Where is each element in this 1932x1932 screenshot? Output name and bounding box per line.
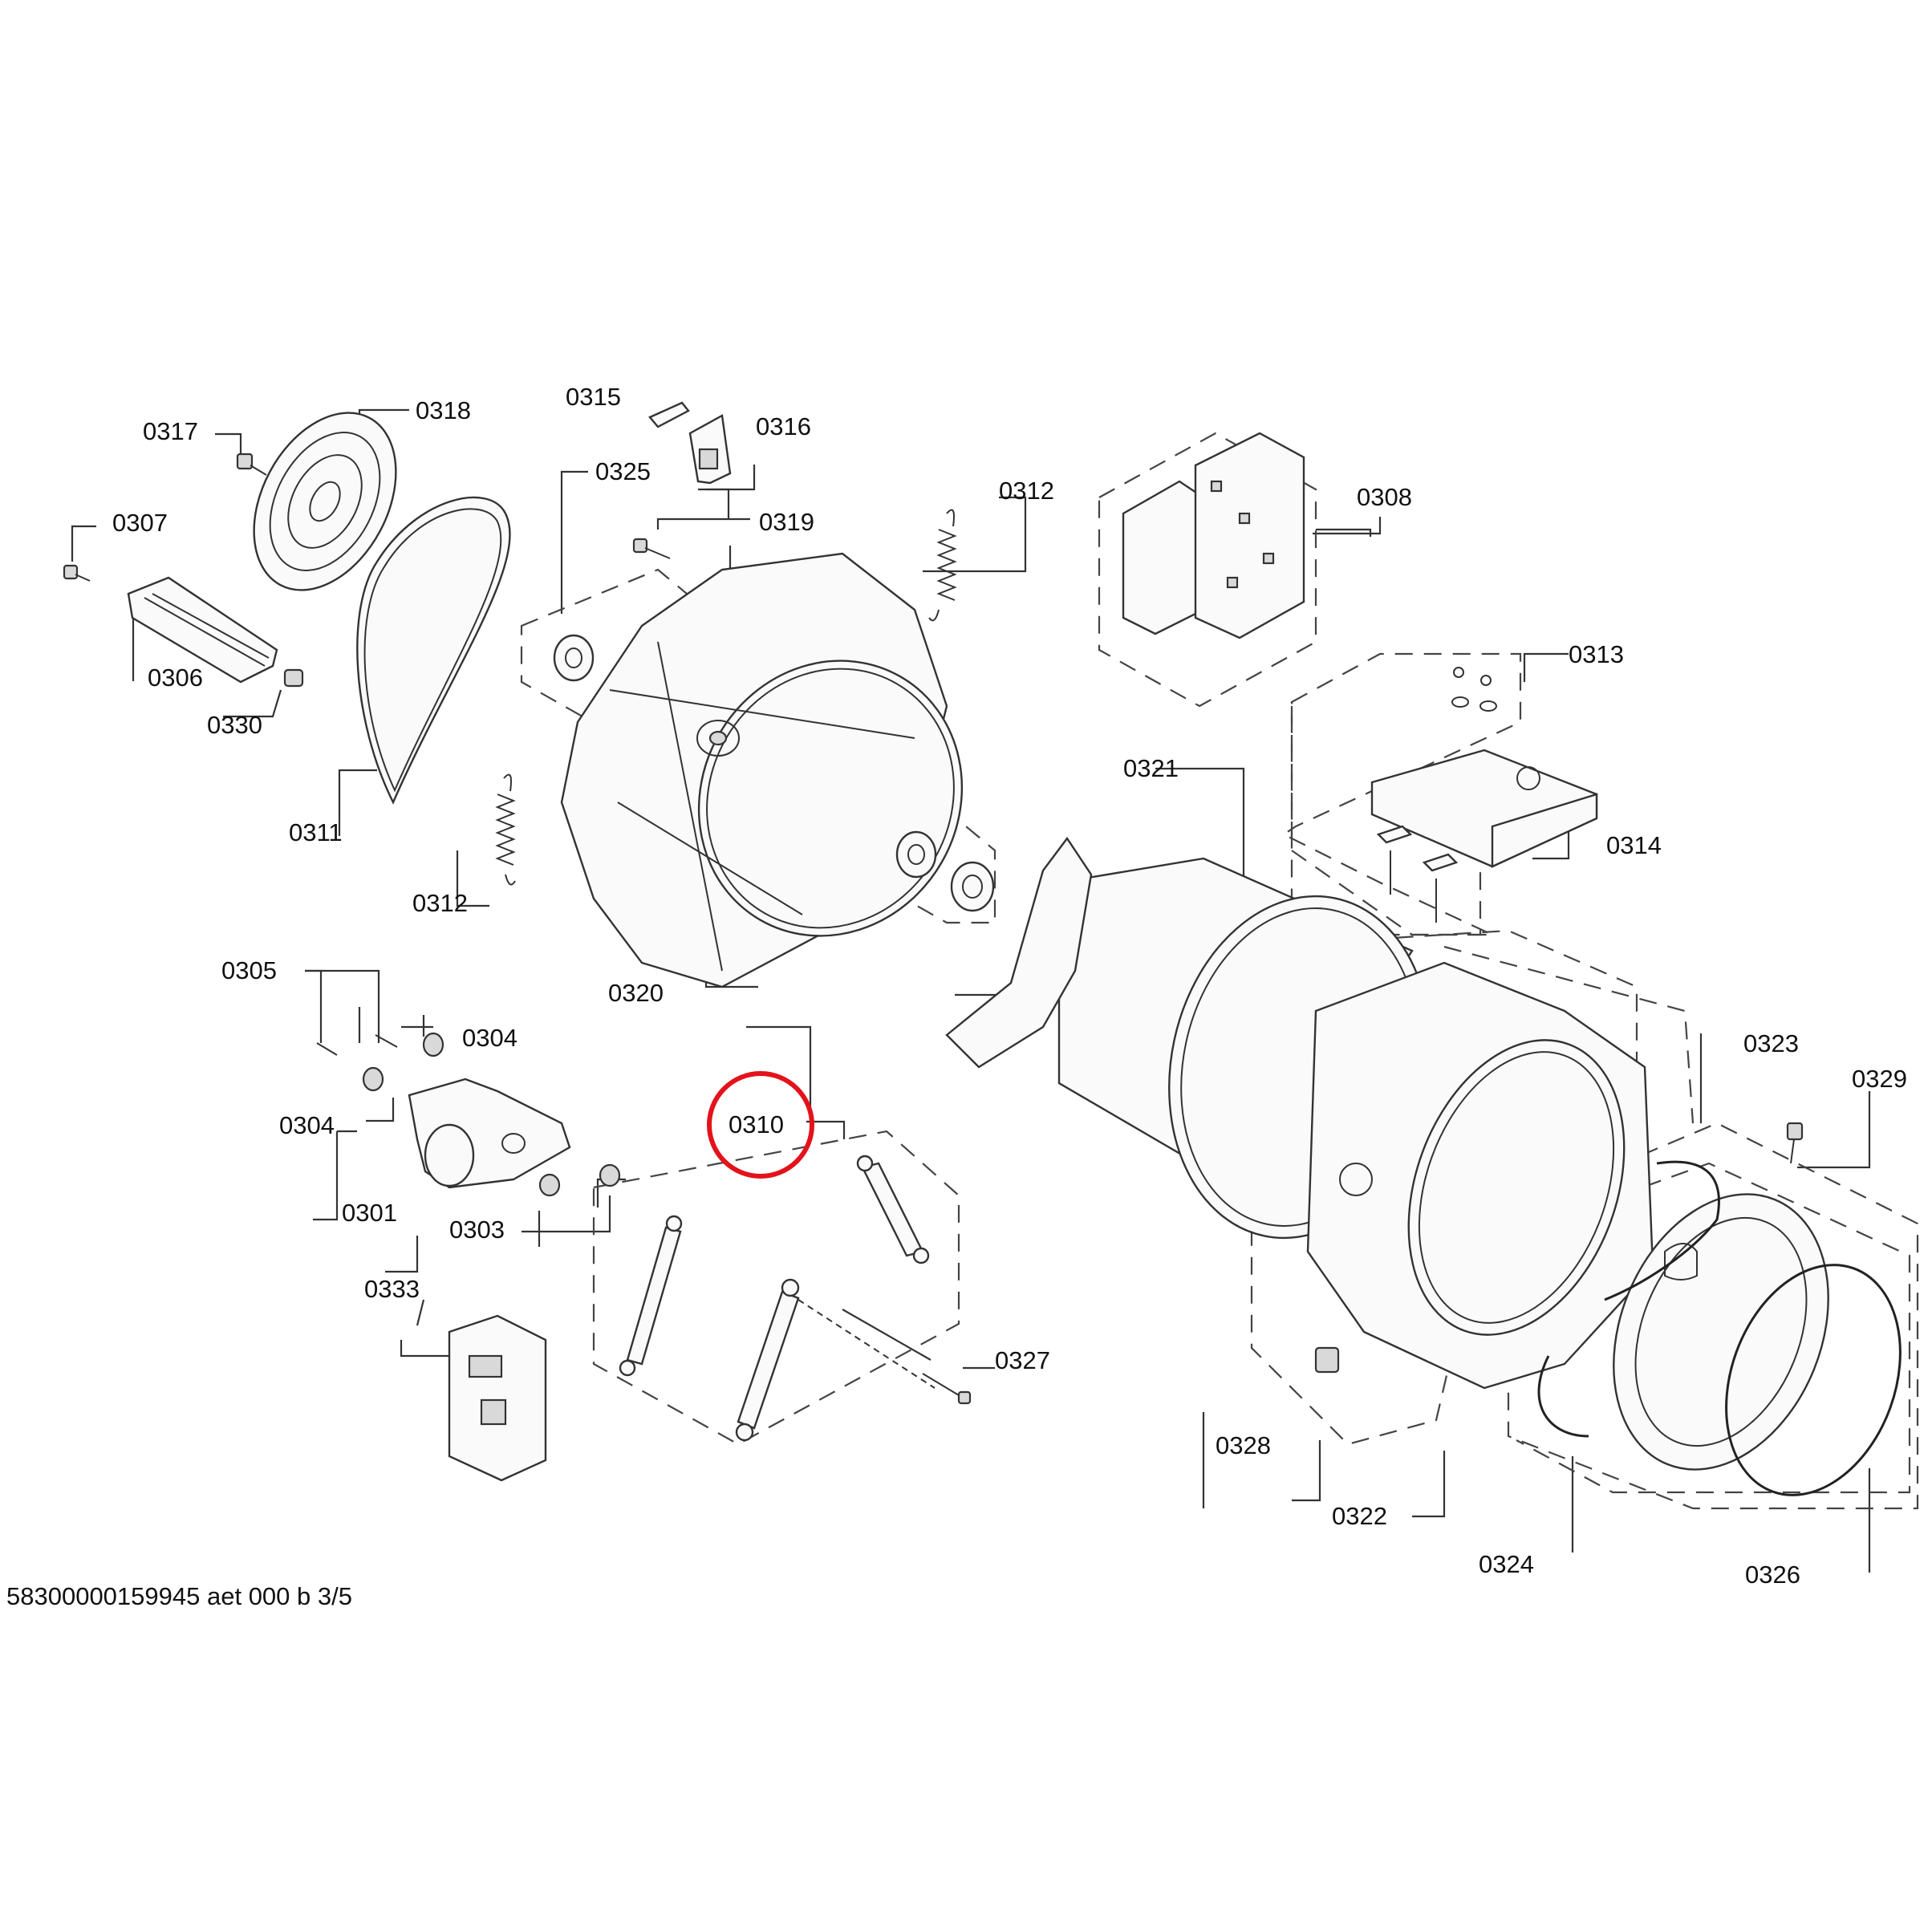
label-0326: 0326 (1745, 1561, 1800, 1589)
drawing-reference: 58300000159945 aet 000 b 3/5 (6, 1582, 352, 1610)
label-0307: 0307 (112, 509, 168, 537)
label-0305: 0305 (221, 956, 277, 984)
counterweight-icon (1370, 749, 1598, 868)
label-0333: 0333 (364, 1275, 420, 1303)
motor-icon (408, 1078, 571, 1189)
bearing-icon (553, 634, 595, 682)
highlight-circle (707, 1071, 814, 1179)
label-0312-a: 0312 (412, 889, 468, 917)
label-0319: 0319 (759, 508, 814, 536)
label-0315: 0315 (566, 383, 621, 411)
rear-tub-icon (560, 552, 964, 988)
part-labels: 0317 0318 0307 0306 0330 0311 0312 0315 … (112, 383, 1907, 1589)
label-0314: 0314 (1606, 831, 1662, 859)
label-0329: 0329 (1852, 1065, 1907, 1093)
group-outlines (520, 432, 1919, 1510)
motor-mount-icon (538, 1163, 621, 1197)
clip-icon (648, 401, 690, 428)
door-seal-icon (1613, 1193, 1829, 1471)
label-0320: 0320 (608, 979, 664, 1007)
label-0313: 0313 (1569, 640, 1624, 668)
group-outline-0325 (520, 568, 996, 924)
shock-absorber-icon (619, 1215, 683, 1377)
label-0316: 0316 (756, 412, 811, 440)
label-0304-a: 0304 (462, 1024, 518, 1052)
temperature-sensor-icon (283, 668, 304, 688)
drive-belt-inner-icon (363, 508, 502, 793)
grounding-screw-icon (1786, 1122, 1804, 1164)
label-0328: 0328 (1216, 1431, 1271, 1459)
suspension-spring-icon (495, 773, 516, 886)
motor-bushing-icon (362, 1032, 444, 1092)
label-0308: 0308 (1357, 483, 1412, 511)
group-outline-0310 (592, 1130, 960, 1446)
label-0318: 0318 (416, 396, 471, 424)
tub-screw-icon (632, 538, 671, 559)
group-outline-0323-0326 (1507, 1122, 1919, 1510)
shock-bolt-icon (922, 1373, 972, 1405)
control-module-icon (1122, 432, 1305, 639)
bearing-icon (895, 830, 937, 879)
label-0303: 0303 (449, 1216, 505, 1244)
screw-icon (236, 453, 267, 476)
heating-element-icon (127, 576, 278, 684)
label-0322: 0322 (1332, 1502, 1387, 1530)
label-0327: 0327 (995, 1346, 1050, 1374)
front-tub-icon (1306, 961, 1654, 1390)
tub-clip-icon (1314, 1346, 1340, 1374)
heater-screw-icon (63, 564, 91, 582)
label-0321: 0321 (1123, 754, 1179, 782)
spring-wire-icon (1537, 1160, 1720, 1438)
label-0312-b: 0312 (999, 477, 1054, 505)
label-0323: 0323 (1743, 1029, 1799, 1057)
label-0301: 0301 (342, 1199, 397, 1227)
drive-belt-icon (356, 496, 511, 805)
shock-absorber-icon (735, 1278, 936, 1442)
fasteners-icon (1451, 667, 1497, 712)
label-0317: 0317 (143, 417, 198, 445)
motor-screw-icon (316, 1034, 398, 1056)
electronic-module-icon (448, 1314, 547, 1482)
counterweight-bolt-icon (1376, 825, 1459, 923)
group-outline-0308 (1098, 432, 1317, 708)
label-0330: 0330 (207, 711, 262, 739)
label-0304-b: 0304 (279, 1111, 335, 1139)
clamp-ring-icon (1725, 1264, 1902, 1496)
label-0311: 0311 (289, 818, 343, 846)
label-0310: 0310 (729, 1110, 784, 1138)
label-0306: 0306 (148, 664, 203, 692)
label-0325: 0325 (595, 457, 651, 485)
suspension-spring-icon (928, 509, 957, 622)
pulley-wheel-icon (253, 412, 397, 591)
bearing-icon (950, 861, 995, 912)
shock-absorber-icon (856, 1155, 930, 1264)
connector-bracket-icon (688, 414, 732, 485)
label-0324: 0324 (1479, 1550, 1534, 1578)
